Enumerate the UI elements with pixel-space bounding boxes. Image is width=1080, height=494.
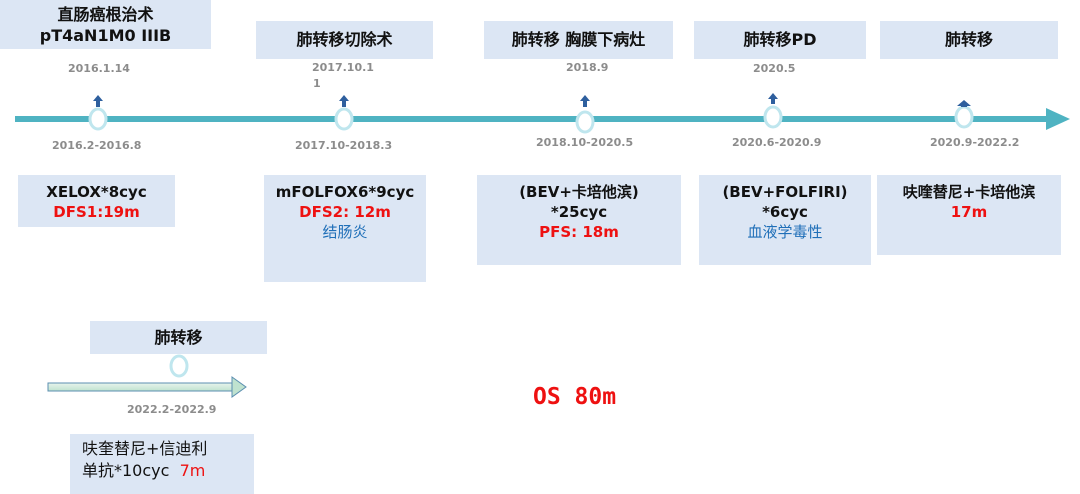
treatment-regimen: XELOX*8cyc: [46, 183, 147, 201]
event-box-1: 直肠癌根治术 pT4aN1M0 IIIB: [0, 0, 211, 49]
treatment-box-4: (BEV+FOLFIRI) *6cyc 血液学毒性: [699, 175, 871, 265]
duration-label: 17m: [950, 203, 988, 221]
treatment-regimen: mFOLFOX6*9cyc: [275, 183, 415, 201]
main-timeline-bar: [15, 116, 1050, 122]
main-timeline-arrowhead: [1046, 108, 1070, 130]
up-arrow-icon: [93, 95, 103, 107]
treatment-cycles: *6cyc: [762, 203, 808, 221]
treatment-regimen: 呋奎替尼+信迪利: [82, 439, 208, 458]
event-title: 肺转移: [944, 30, 993, 49]
pfs-label: PFS: 18m: [539, 223, 619, 241]
timeline-node: [763, 105, 783, 129]
treatment-regimen: 呋喹替尼+卡培他滨: [902, 183, 1036, 201]
treatment-period: 2020.6-2020.9: [732, 136, 822, 149]
treatment-period: 2016.2-2016.8: [52, 139, 142, 152]
up-arrow-icon: [339, 95, 349, 107]
treatment-box-3: (BEV+卡培他滨) *25cyc PFS: 18m: [477, 175, 681, 265]
treatment-regimen: (BEV+卡培他滨): [519, 183, 639, 201]
event-date: 2016.1.14: [68, 62, 130, 75]
timeline-node: [169, 354, 189, 378]
event-title: 肺转移: [154, 328, 203, 347]
treatment-cycles: 单抗*10cyc: [82, 461, 170, 480]
timeline-node: [88, 107, 108, 131]
event-box-4: 肺转移PD: [694, 21, 866, 59]
treatment-box-1: XELOX*8cyc DFS1:19m: [18, 175, 175, 227]
event-title: 直肠癌根治术: [57, 5, 154, 24]
treatment-regimen: (BEV+FOLFIRI): [722, 183, 848, 201]
event-box-5: 肺转移: [880, 21, 1058, 59]
timeline-node: [575, 110, 595, 134]
event-title: 肺转移PD: [743, 30, 817, 49]
dfs-label: DFS1:19m: [53, 203, 140, 221]
event-box-6: 肺转移: [90, 321, 267, 354]
timeline-node: [334, 107, 354, 131]
treatment-period: 2018.10-2020.5: [536, 136, 634, 149]
event-box-2: 肺转移切除术: [256, 21, 433, 59]
up-arrow-icon: [957, 100, 971, 107]
event-date: 2018.9: [566, 61, 609, 74]
treatment-cycles: *25cyc: [550, 203, 608, 221]
adverse-event: 血液学毒性: [747, 223, 823, 241]
second-timeline-arrowhead: [231, 376, 247, 398]
overall-survival-label: OS 80m: [533, 384, 617, 410]
second-timeline-bar: [47, 382, 233, 392]
treatment-box-2: mFOLFOX6*9cyc DFS2: 12m 结肠炎: [264, 175, 426, 282]
up-arrow-icon: [768, 93, 778, 104]
up-arrow-icon: [580, 95, 590, 107]
adverse-event: 结肠炎: [322, 223, 368, 241]
dfs-label: DFS2: 12m: [299, 203, 391, 221]
event-title: 肺转移切除术: [296, 30, 393, 49]
event-box-3: 肺转移 胸膜下病灶: [484, 21, 673, 59]
event-date-extra: 1: [313, 77, 321, 90]
event-date: 2017.10.1: [312, 61, 374, 74]
treatment-box-5: 呋喹替尼+卡培他滨 17m: [877, 175, 1061, 255]
duration-label: 7m: [179, 461, 206, 480]
event-subtitle: pT4aN1M0 IIIB: [39, 26, 172, 45]
treatment-period: 2017.10-2018.3: [295, 139, 393, 152]
treatment-period: 2022.2-2022.9: [127, 403, 217, 416]
treatment-period: 2020.9-2022.2: [930, 136, 1020, 149]
event-date: 2020.5: [753, 62, 796, 75]
timeline-node: [954, 105, 974, 129]
event-title: 肺转移 胸膜下病灶: [511, 30, 646, 49]
treatment-box-6: 呋奎替尼+信迪利 单抗*10cyc 7m: [70, 434, 254, 494]
